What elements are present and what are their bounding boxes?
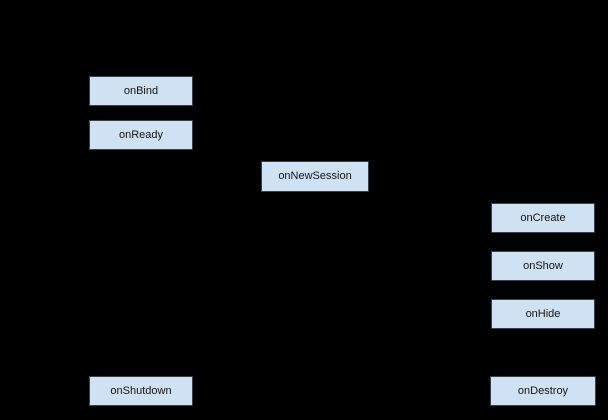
node-onshow: onShow [491, 251, 595, 281]
node-ondestroy: onDestroy [490, 376, 596, 406]
node-onready: onReady [89, 120, 193, 150]
node-onhide: onHide [491, 299, 595, 329]
node-oncreate: onCreate [491, 203, 595, 233]
node-onbind: onBind [89, 76, 193, 106]
node-onshutdown: onShutdown [89, 376, 193, 406]
node-onnewsession: onNewSession [261, 161, 369, 192]
